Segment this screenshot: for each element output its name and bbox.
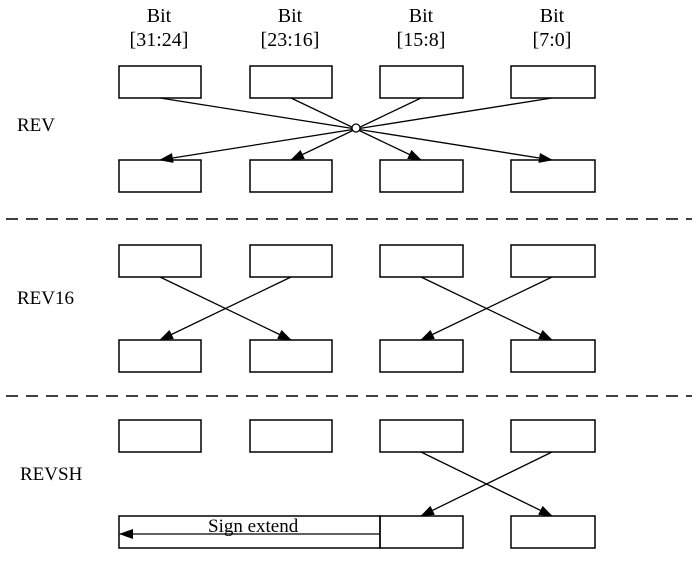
- column-header-line1: Bit: [539, 5, 565, 27]
- rev16-dest-byte-0: [510, 339, 596, 373]
- rev16-dest-byte-2: [249, 339, 333, 373]
- revsh-source-byte-2: [249, 419, 333, 453]
- revsh-sign-extend-field: [118, 515, 381, 549]
- rev-source-byte-2: [249, 65, 333, 99]
- revsh-dest-byte-1: [379, 515, 464, 549]
- column-header-23-16: Bit [23:16]: [235, 4, 345, 52]
- column-header-line1: Bit: [408, 5, 434, 27]
- revsh-source-byte-1: [379, 419, 464, 453]
- row-label-rev16: REV16: [17, 288, 74, 309]
- column-header-line2: [31:24]: [129, 29, 189, 51]
- rev-crossing-point: [351, 123, 361, 133]
- rev16-arrow-byte2-to-byte3: [159, 276, 292, 341]
- rev16-section: [118, 244, 596, 373]
- rev16-arrow-byte0-to-byte1: [420, 276, 553, 341]
- rev16-source-byte-1: [379, 244, 464, 278]
- rev16-dest-byte-1: [379, 339, 464, 373]
- row-label-revsh: REVSH: [20, 464, 83, 485]
- column-header-7-0: Bit [7:0]: [497, 4, 607, 52]
- revsh-dest-byte-0: [510, 515, 596, 549]
- revsh-source-byte-3: [118, 419, 202, 453]
- rev16-dest-byte-3: [118, 339, 202, 373]
- column-header-line2: [23:16]: [260, 29, 320, 51]
- rev-section: [118, 65, 596, 193]
- rev16-source-byte-0: [510, 244, 596, 278]
- revsh-section: [118, 419, 596, 549]
- rev-dest-byte-1: [379, 159, 464, 193]
- rev-dest-byte-2: [249, 159, 333, 193]
- column-header-31-24: Bit [31:24]: [104, 4, 214, 52]
- rev16-source-byte-3: [118, 244, 202, 278]
- column-header-15-8: Bit [15:8]: [366, 4, 476, 52]
- revsh-source-byte-0: [510, 419, 596, 453]
- rev-source-byte-0: [510, 65, 596, 99]
- column-header-line1: Bit: [146, 5, 172, 27]
- column-header-line2: [15:8]: [396, 29, 446, 51]
- rev-source-byte-3: [118, 65, 202, 99]
- row-label-rev: REV: [17, 115, 55, 136]
- rev-dest-byte-0: [510, 159, 596, 193]
- rev16-source-byte-2: [249, 244, 333, 278]
- revsh-arrow-byte0-to-byte1: [420, 451, 553, 517]
- sign-extend-label: Sign extend: [208, 516, 299, 537]
- rev-source-byte-1: [379, 65, 464, 99]
- column-header-line1: Bit: [277, 5, 303, 27]
- rev-dest-byte-3: [118, 159, 202, 193]
- column-header-line2: [7:0]: [532, 29, 572, 51]
